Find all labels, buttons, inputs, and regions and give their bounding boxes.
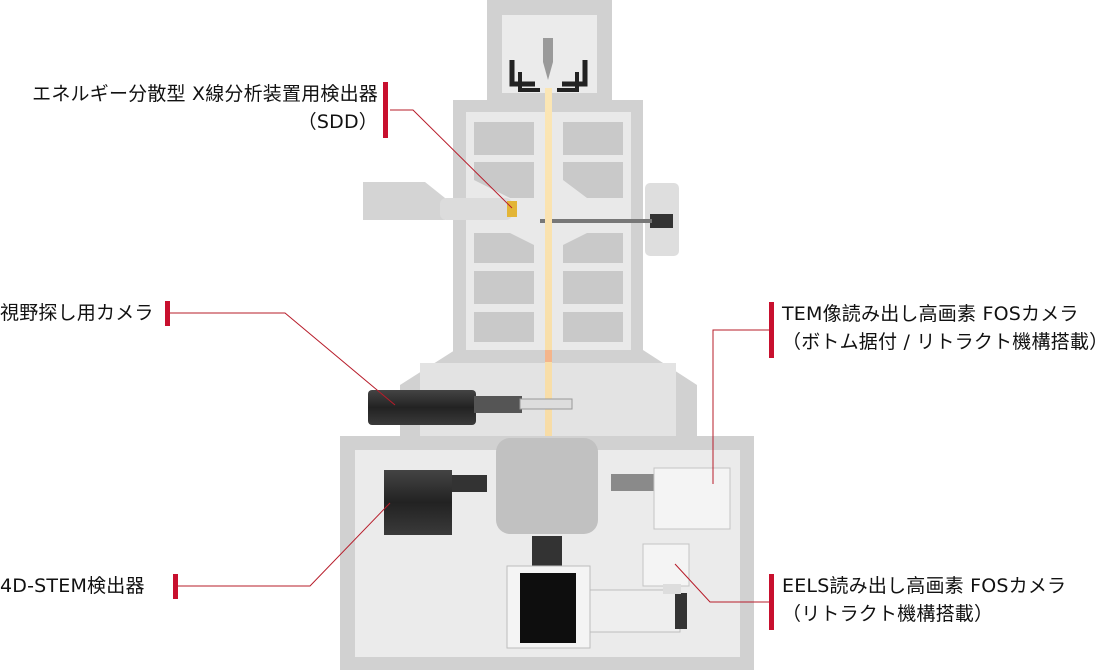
stem-leader bbox=[178, 502, 391, 587]
leader-lines bbox=[170, 109, 770, 603]
sdd-label-line2: （SDD） bbox=[297, 111, 378, 133]
stem-marker bbox=[173, 574, 178, 599]
tem-camera-label-line1: TEM像読み出し高画素 FOSカメラ bbox=[782, 303, 1079, 325]
specimen-holder bbox=[540, 183, 679, 256]
stem-label: 4D-STEM検出器 bbox=[0, 575, 145, 597]
tem-camera-label-line2: （ボトム据付 / リトラクト機構搭載） bbox=[782, 331, 1096, 353]
tem-camera-marker bbox=[769, 302, 774, 358]
viewing-camera bbox=[368, 390, 573, 425]
electron-gun bbox=[487, 0, 612, 108]
sdd-label-line1: エネルギー分散型 X線分析装置用検出器 bbox=[32, 83, 378, 105]
bottom-camera bbox=[506, 536, 591, 649]
view-camera-marker bbox=[165, 301, 170, 326]
eels-camera-label-line2: （リトラクト機構搭載） bbox=[782, 603, 994, 625]
eels-camera-marker bbox=[769, 574, 774, 630]
tem-camera-label: TEM像読み出し高画素 FOSカメラ （ボトム据付 / リトラクト機構搭載） bbox=[782, 300, 1096, 356]
eels-camera-label-line1: EELS読み出し高画素 FOSカメラ bbox=[782, 575, 1067, 597]
stem-detector bbox=[384, 470, 487, 535]
sdd-leader bbox=[390, 109, 513, 209]
view-camera-label: 視野探し用カメラ bbox=[0, 302, 154, 324]
sdd-marker bbox=[383, 82, 388, 138]
sdd-label: エネルギー分散型 X線分析装置用検出器 （SDD） bbox=[32, 80, 378, 136]
tem-camera bbox=[611, 467, 731, 530]
electron-beam bbox=[545, 88, 552, 440]
eels-camera bbox=[589, 543, 690, 633]
sdd-detector bbox=[363, 182, 517, 220]
eels-leader bbox=[674, 563, 770, 603]
view-camera-leader bbox=[170, 312, 396, 406]
eels-camera-label: EELS読み出し高画素 FOSカメラ （リトラクト機構搭載） bbox=[782, 572, 1066, 628]
tem-leader bbox=[712, 329, 770, 484]
